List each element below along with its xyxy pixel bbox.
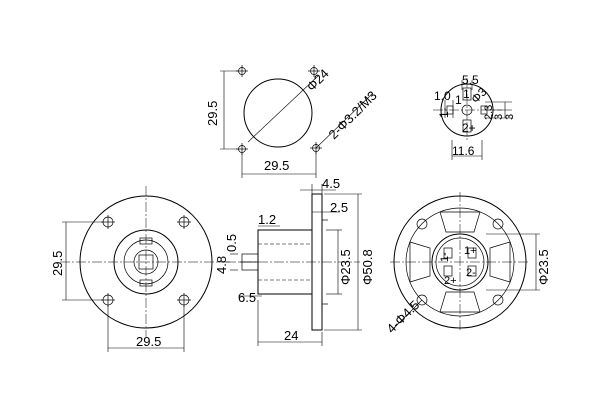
side-dim-gap: 0.5 [224,234,239,252]
rear-label-pin1: 1- [439,252,451,262]
rear-window-bottom [439,291,481,313]
side-dim-length: 24 [284,328,298,343]
terminal-dim-right-b: 3 [493,114,505,120]
terminal-dim-top-inner: 1 [463,87,470,101]
terminal-pin-slot-top [462,87,472,101]
rear-hole-top-left [416,218,428,230]
side-view: 4.5 2.5 1.2 0.5 4.8 6.5 24 Φ23.5 Φ50.8 [214,176,375,346]
terminal-dim-right-a: 2.3 [483,105,495,120]
rear-window-right [489,241,511,283]
terminal-dim-right-c: 3 [504,114,516,120]
terminal-dim-left: 1.0 [434,89,451,103]
rear-label-pin2: 1+ [464,245,477,257]
rear-label-pin3: 2- [466,267,476,279]
front-dim-small: 4.8 [214,256,229,274]
cutout-circle [243,78,313,148]
rear-hole-top-right [492,218,504,230]
terminal-label-pin-top: 1- [437,107,451,118]
panel-cutout-view: 29.5 29.5 Φ24 2-Φ3.2/M3 [205,65,380,178]
cutout-dim-width: 29.5 [264,158,289,173]
rear-hole-bottom-left [416,294,428,306]
rear-window-top [439,211,481,233]
front-dim-height: 29.5 [50,251,65,276]
terminal-dim-diameter: Φ3 [468,85,490,107]
terminal-dim-side: 1 [455,93,462,107]
rear-window-left [409,241,431,283]
cutout-dim-holes: 2-Φ3.2/M3 [326,88,380,142]
side-dim-tab: 1.2 [258,212,276,227]
side-dim-step: 2.5 [330,200,348,215]
terminal-detail-view: 5.5 1.0 1 Φ3 1 1- 2.3 3 3 2+ 11.6 [433,73,516,160]
rear-label-pin4: 2+ [444,275,457,287]
terminal-dim-bottom: 11.6 [452,144,475,158]
terminal-pin-slot-bottom [462,119,472,133]
cutout-dim-diameter: Φ24 [304,66,332,94]
cutout-dim-height: 29.5 [205,101,220,126]
side-dim-flange: 4.5 [322,176,340,191]
front-view: 29.5 29.5 [50,186,232,352]
terminal-dim-top: 5.5 [462,73,479,87]
side-dim-pin: 6.5 [238,290,256,305]
side-dim-inner-diameter: Φ23.5 [338,249,353,285]
front-dim-width: 29.5 [136,334,161,349]
rear-dim-diameter: Φ23.5 [536,249,551,285]
terminal-label-pin-bottom: 2+ [462,121,476,135]
rear-hole-bottom-right [492,294,504,306]
rear-dim-holes: 4-Φ4.5 [384,297,423,336]
side-dim-outer-diameter: Φ50.8 [360,249,375,285]
rear-view: Φ23.5 4-Φ4.5 1- 1+ 2- 2+ [384,192,551,336]
